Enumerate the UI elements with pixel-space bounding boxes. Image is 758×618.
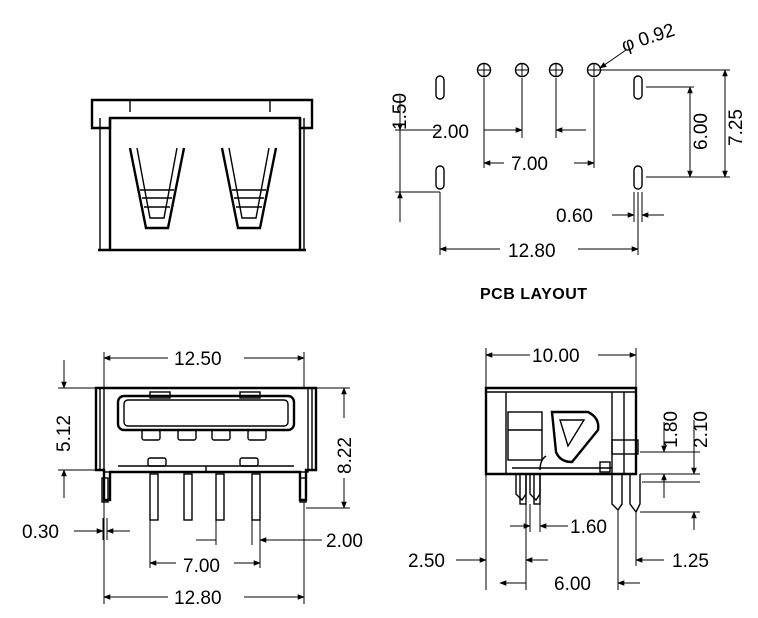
- dim-front-width: 12.50: [174, 349, 222, 370]
- dim-side-pin-offset: 1.60: [570, 517, 607, 538]
- dim-shell-span: 12.80: [508, 241, 556, 262]
- dim-signal-to-shell: 7.25: [726, 109, 747, 146]
- signal-hole: [548, 62, 564, 78]
- shell-slot: [633, 165, 643, 190]
- pin: [149, 473, 159, 521]
- pin: [183, 473, 193, 521]
- shell-leg: [101, 477, 109, 503]
- dim-upper-height: 5.12: [54, 415, 75, 452]
- dim-side-leg-depth: 1.25: [672, 551, 709, 572]
- dim-side-a: 1.80: [661, 411, 682, 448]
- pcb-layout: φ 0.92 1.50 2.00 7.00 6.00 7.25 0.60: [390, 20, 747, 303]
- dim-side-front-offset: 2.50: [408, 551, 445, 572]
- dim-front-shell-span: 12.80: [174, 588, 222, 609]
- dim-slot-width: 0.60: [556, 206, 593, 227]
- dim-front-pin-pitch: 2.00: [326, 531, 363, 552]
- dim-shell-pitch: 6.00: [691, 113, 712, 150]
- pcb-layout-title: PCB LAYOUT: [480, 286, 588, 303]
- pin: [251, 473, 261, 521]
- dim-hole-diameter: φ 0.92: [619, 20, 677, 57]
- dim-side-b: 2.10: [691, 411, 712, 448]
- signal-hole: [514, 62, 530, 78]
- dim-side-leg-spacing: 6.00: [554, 574, 591, 595]
- top-view: [90, 98, 314, 252]
- shell-leg: [299, 477, 307, 503]
- signal-hole: [586, 62, 602, 78]
- side-view: 10.00 1.80 2.10 1.60 2.50 6.00 1.25: [408, 346, 712, 595]
- dim-pin-span: 7.00: [511, 154, 548, 175]
- shell-slot: [633, 75, 643, 100]
- dim-side-length: 10.00: [532, 346, 580, 367]
- dim-total-height: 8.22: [335, 437, 356, 474]
- shell-slot: [435, 75, 445, 100]
- shell-slot: [435, 165, 445, 190]
- dim-slot-vertical-pitch: 1.50: [390, 93, 411, 130]
- signal-hole: [476, 62, 492, 78]
- dim-front-pin-span: 7.00: [183, 556, 220, 577]
- dim-pin-thickness: 0.30: [22, 522, 59, 543]
- pin: [215, 473, 225, 521]
- dim-pin-pitch: 2.00: [432, 122, 469, 143]
- front-view: 12.50 5.12 8.22 0.30 2.00 7.00: [22, 349, 363, 609]
